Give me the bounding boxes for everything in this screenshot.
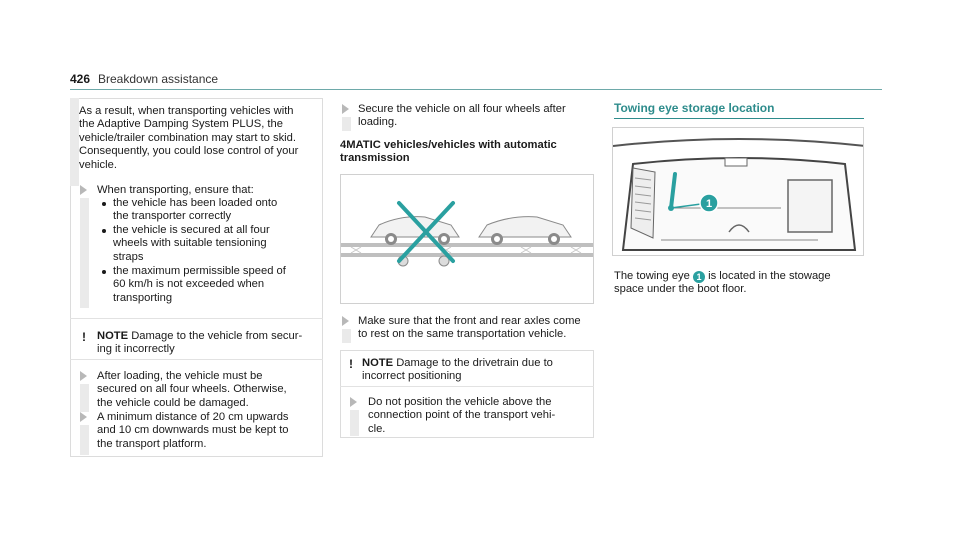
indent-bar [80,425,89,455]
boot-figure: 1 [612,127,864,256]
text-line: to rest on the same transportation vehic… [358,328,567,341]
col1-bullet-2: the vehicle is secured at all four wheel… [113,224,270,264]
col1-step3: A minimum distance of 20 cm upwards and … [97,411,289,451]
col2-step3: Do not position the vehicle above the co… [368,396,555,436]
step-arrow-icon [80,185,87,195]
text-line: A minimum distance of 20 cm upwards [97,411,289,423]
text-line: Damage to the vehicle from secur- [131,330,303,342]
text-line: and 10 cm downwards must be kept to [97,424,289,437]
text-line: Do not position the vehicle above the [368,396,552,408]
page-number: 426 [70,72,91,86]
bullet-icon [102,270,106,274]
text-line: incorrect positioning [362,370,462,383]
col2-step1: Secure the vehicle on all four wheels af… [358,103,566,130]
box-divider [70,318,323,319]
caption-text: The towing eye [614,270,690,282]
col2-step2: Make sure that the front and rear axles … [358,315,581,342]
header-rule [70,89,882,90]
indent-bar [342,117,351,131]
text-line: transmission [340,152,410,165]
text-line: the vehicle could be damaged. [97,396,249,409]
box-divider [340,386,594,387]
step-arrow-icon [80,371,87,381]
callout-marker [699,193,719,213]
callout-number: 1 [706,198,712,210]
step-arrow-icon [80,412,87,422]
col1-note: NOTE Damage to the vehicle from secur- i… [97,330,317,357]
text-line: vehicle. [79,158,117,171]
caption-text: space under the boot floor. [614,283,747,296]
text-line: vehicle/trailer combination may start to… [79,131,296,144]
col1-step1: When transporting, ensure that: [97,184,254,196]
text-line: 4MATIC vehicles/vehicles with automatic [340,139,557,151]
text-line: straps [113,250,144,263]
page-header: 426 Breakdown assistance [70,72,882,93]
text-line: transporting [113,291,173,304]
boot-illustration: 1 [613,138,863,251]
step-arrow-icon [342,104,349,114]
text-line: cle. [368,422,386,435]
col3-caption: The towing eye 1 is located in the stowa… [614,270,831,297]
note-icon: ! [82,330,86,344]
text-line: Make sure that the front and rear axles … [358,315,581,327]
caption-text: is located in the stowage [708,270,831,282]
note-label: NOTE [97,330,129,342]
text-line: wheels with suitable tensioning [113,237,267,250]
indent-bar [80,384,89,412]
car-transport-illustration [341,201,593,267]
indent-bar [350,410,359,436]
section-heading: Towing eye storage location [614,101,775,115]
indent-bar [80,198,89,308]
text-line: the vehicle is secured at all four [113,224,270,236]
col1-step2: After loading, the vehicle must be secur… [97,370,287,410]
col1-warning-box [70,98,323,457]
text-line: After loading, the vehicle must be [97,370,263,382]
col2-note: NOTE Damage to the drivetrain due to inc… [362,357,553,384]
indent-bar [342,329,351,343]
text-line: secured on all four wheels. Otherwise, [97,383,287,396]
text-line: loading. [358,116,398,129]
page-title: Breakdown assistance [98,72,219,86]
note-label: NOTE [362,357,394,369]
box-divider [70,359,323,360]
text-line: Consequently, you could lose control of … [79,145,299,158]
note-icon: ! [349,357,353,371]
indent-bar [70,98,79,186]
text-line: the vehicle has been loaded onto [113,197,278,209]
transport-figure [340,174,594,304]
col1-bullet-3: the maximum permissible speed of 60 km/h… [113,265,286,305]
text-line: As a result, when transporting vehicles … [79,105,294,117]
col1-bullet-1: the vehicle has been loaded onto the tra… [113,197,277,224]
text-line: the transporter correctly [113,210,232,223]
text-line: the transport platform. [97,437,207,450]
bullet-icon [102,202,106,206]
text-line: connection point of the transport vehi- [368,409,556,422]
text-line: 60 km/h is not exceeded when [113,278,265,291]
step-arrow-icon [350,397,357,407]
col1-intro: As a result, when transporting vehicles … [79,105,298,172]
col2-note-box [340,350,594,438]
text-line: Damage to the drivetrain due to [396,357,553,369]
col2-subheading: 4MATIC vehicles/vehicles with automatic … [340,139,557,166]
section-rule [614,118,864,119]
text-line: the Adaptive Damping System PLUS, the [79,118,283,131]
callout-badge: 1 [692,271,705,283]
text-line: Secure the vehicle on all four wheels af… [358,103,566,115]
text-line: the maximum permissible speed of [113,265,286,277]
text-line: ing it incorrectly [97,343,175,356]
bullet-icon [102,229,106,233]
step-arrow-icon [342,316,349,326]
